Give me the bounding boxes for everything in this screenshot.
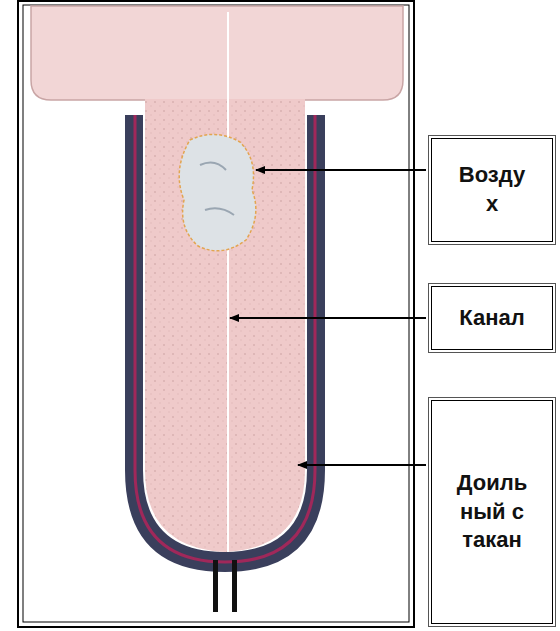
frame — [18, 1, 414, 627]
udder — [31, 6, 403, 100]
teat-texture — [145, 99, 305, 552]
air-shading — [200, 162, 234, 215]
air-bubble — [179, 134, 256, 250]
frame-inner — [23, 5, 409, 622]
label-text: Канал — [455, 304, 529, 333]
leader-arrow — [256, 169, 426, 171]
milk-tube — [213, 560, 218, 612]
milk-tube — [232, 560, 237, 612]
leader-arrow — [230, 317, 426, 319]
label-text: Доильный стакан — [455, 469, 529, 555]
label-text: Воздух — [455, 161, 529, 218]
label-box: Воздух — [431, 138, 553, 242]
leader-arrow — [298, 464, 426, 466]
label-box: Доильный стакан — [431, 400, 553, 624]
teat-canal — [227, 12, 229, 552]
label-box: Канал — [431, 286, 553, 350]
teat — [145, 99, 305, 552]
